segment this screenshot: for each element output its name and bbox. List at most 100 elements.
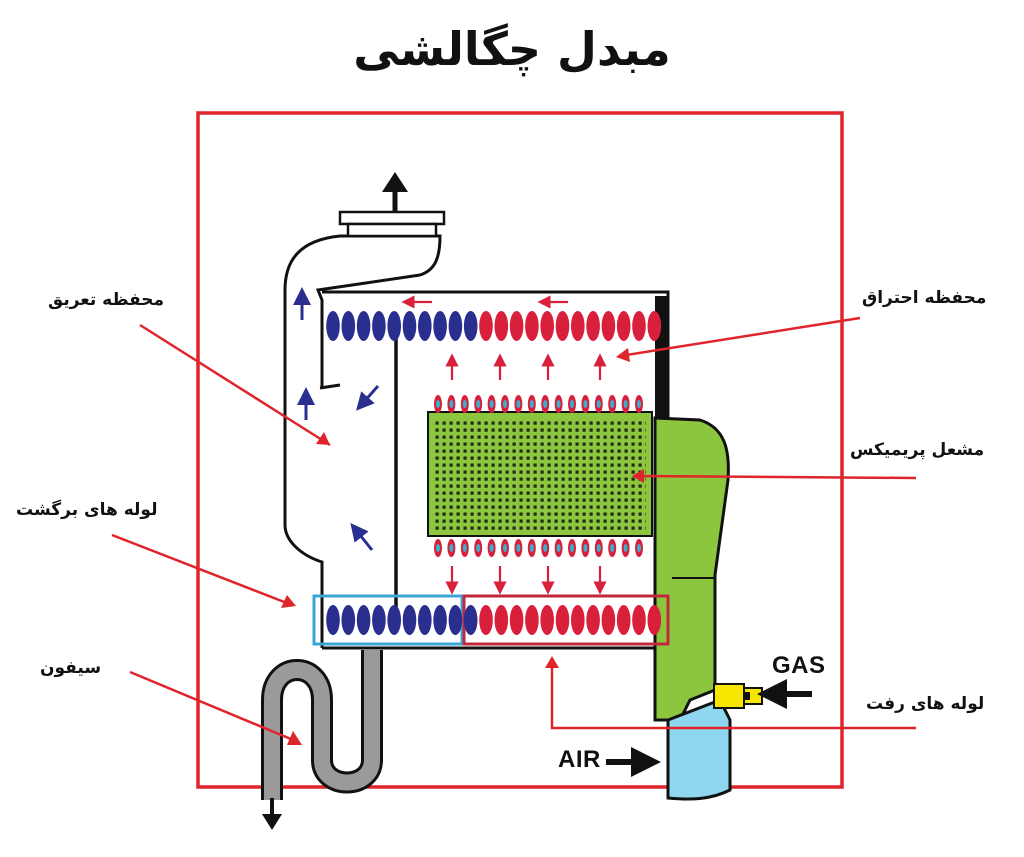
- flame-core: [637, 400, 641, 408]
- leader-condensation: [139, 323, 331, 447]
- flame-core: [462, 400, 467, 408]
- return-tube: [418, 605, 432, 635]
- return-tube: [356, 605, 371, 635]
- label-condensation-chamber: محفظه تعریق: [48, 290, 165, 310]
- flame-core: [610, 544, 615, 552]
- return-tube: [418, 311, 432, 341]
- supply-tube: [616, 311, 631, 341]
- return-tube: [448, 311, 463, 341]
- flow-arrow: [356, 385, 380, 411]
- flame-core: [623, 544, 628, 552]
- flame-core: [543, 400, 548, 408]
- return-tube: [387, 311, 402, 341]
- return-tube: [372, 311, 386, 341]
- supply-tube: [616, 605, 631, 635]
- page-title: مبدل چگالشی: [353, 22, 671, 76]
- gas-label: GAS: [772, 652, 826, 679]
- flame-core: [476, 400, 481, 408]
- air-inlet: [666, 698, 732, 801]
- return-tube: [433, 311, 447, 341]
- label-siphon: سیفون: [40, 658, 102, 678]
- supply-tube: [555, 311, 570, 341]
- siphon-icon: [261, 650, 383, 830]
- flame-core: [596, 544, 601, 552]
- label-combustion-chamber: محفظه احتراق: [862, 288, 987, 308]
- supply-tube: [586, 605, 600, 635]
- leader-return: [111, 533, 293, 607]
- flame-core: [610, 400, 615, 408]
- flame-core: [516, 400, 521, 408]
- supply-tube: [601, 311, 616, 341]
- return-tube: [341, 605, 356, 635]
- supply-tube: [632, 311, 646, 341]
- flow-arrow: [350, 522, 374, 551]
- return-tube: [402, 605, 417, 635]
- supply-tube: [647, 311, 662, 341]
- return-tube: [326, 311, 340, 341]
- return-tube: [433, 605, 447, 635]
- flame-core: [449, 544, 454, 552]
- condensation-duct: [283, 234, 442, 648]
- flue-cap-icon: [338, 172, 446, 238]
- flame-core: [449, 400, 454, 408]
- supply-tube: [525, 605, 539, 635]
- label-supply-pipes: لوله های رفت: [866, 694, 985, 714]
- flame-core: [489, 544, 494, 552]
- flame-core: [529, 400, 534, 408]
- flame-core: [556, 400, 561, 408]
- supply-tube: [509, 311, 524, 341]
- return-tube: [463, 605, 478, 635]
- air-gas-duct: [653, 416, 730, 722]
- supply-tube: [555, 605, 570, 635]
- return-tube: [448, 605, 463, 635]
- flame-core: [436, 544, 440, 552]
- supply-tube: [494, 605, 509, 635]
- flame-core: [529, 544, 534, 552]
- return-tube: [387, 605, 402, 635]
- flame-core: [436, 400, 440, 408]
- return-tube: [372, 605, 386, 635]
- return-tube: [402, 311, 417, 341]
- supply-tube: [632, 605, 646, 635]
- supply-tube: [525, 311, 539, 341]
- label-return-pipes: لوله های برگشت: [16, 500, 158, 520]
- flame-core: [583, 544, 588, 552]
- supply-tube: [571, 605, 585, 635]
- flame-row-top: [434, 395, 643, 413]
- top-tube-row: [326, 311, 662, 341]
- return-tube: [463, 311, 478, 341]
- flame-core: [583, 400, 588, 408]
- air-label: AIR: [558, 746, 601, 773]
- supply-tube: [601, 605, 616, 635]
- bottom-tube-row: [326, 605, 662, 635]
- supply-tube: [509, 605, 524, 635]
- return-tube: [326, 605, 340, 635]
- supply-tube: [647, 605, 662, 635]
- condensation-duct-inner: [319, 383, 341, 390]
- supply-tube: [494, 311, 509, 341]
- supply-tube: [571, 311, 585, 341]
- leader-burner: [635, 474, 917, 480]
- heat-arrows: [445, 353, 607, 595]
- flame-core: [516, 544, 521, 552]
- flame-core: [503, 400, 507, 408]
- gas-valve-icon: [713, 683, 763, 709]
- supply-tube: [479, 605, 493, 635]
- leader-siphon: [129, 670, 299, 744]
- leader-combustion: [619, 316, 861, 358]
- supply-tube: [479, 311, 493, 341]
- flame-core: [637, 544, 641, 552]
- return-tube: [356, 311, 371, 341]
- flame-core: [556, 544, 561, 552]
- flame-core: [462, 544, 467, 552]
- supply-tube: [586, 311, 600, 341]
- supply-tube: [540, 311, 554, 341]
- flame-core: [476, 544, 481, 552]
- flame-core: [596, 400, 601, 408]
- return-tube: [341, 311, 356, 341]
- flame-core: [623, 400, 628, 408]
- flame-core: [570, 544, 574, 552]
- flame-core: [543, 544, 548, 552]
